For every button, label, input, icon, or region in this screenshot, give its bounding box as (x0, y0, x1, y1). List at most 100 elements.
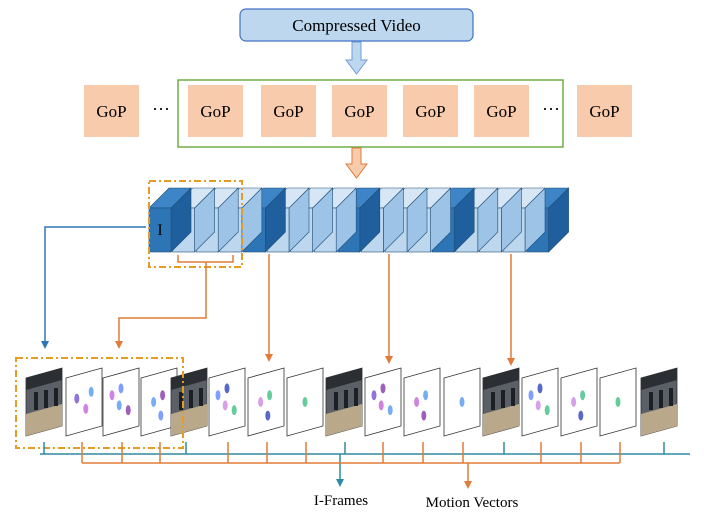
gop-box (84, 85, 139, 137)
gop-label: GoP (486, 102, 516, 121)
motion-vector-image (247, 367, 285, 437)
motion-blob (160, 390, 166, 401)
motion-vector-thumbnail (403, 367, 441, 437)
iframe-figure (354, 388, 358, 406)
iframe-top-band (483, 368, 519, 390)
iframe-floor (483, 404, 519, 436)
p-frames-bracket (177, 255, 234, 263)
thumbnail-sequence (25, 367, 678, 437)
motion-blob (224, 383, 230, 394)
iframe-thumbnail (170, 367, 208, 437)
motion-blob (302, 397, 308, 407)
motion-blob (258, 397, 264, 407)
i-frame: I (148, 187, 192, 253)
motion-blob (615, 397, 621, 407)
motion-blob (231, 405, 237, 416)
first-gop-highlight (148, 180, 243, 268)
gop-block: GoP (188, 85, 243, 137)
iframe-figure (199, 388, 203, 406)
iframe-figure (54, 388, 58, 406)
iframe-figure (34, 392, 38, 410)
frame-face (148, 207, 172, 253)
iframe-thumbnail (640, 367, 678, 437)
iframe-floor (641, 404, 677, 436)
motion-vector-thumbnail (247, 367, 285, 437)
motion-vector-arrow-1 (115, 262, 207, 349)
iframe-thumbnail (25, 367, 63, 437)
iframe-figure (669, 388, 673, 406)
motion-vector-thumbnail (443, 367, 481, 437)
motion-vector-thumbnail (521, 367, 559, 437)
iframe-figure (511, 388, 515, 406)
gop-block: GoP (577, 85, 632, 137)
gop-block: GoP (332, 85, 387, 137)
motion-blob (387, 405, 393, 416)
iframe-top-band (641, 368, 677, 390)
frame-type-label: I (157, 222, 162, 239)
iframe-figure (344, 390, 348, 408)
gop-label: GoP (200, 102, 230, 121)
iframe-figure (491, 392, 495, 410)
iframe-top-band (171, 368, 207, 390)
iframe-figure (334, 392, 338, 410)
motion-vector-thumbnail (599, 367, 637, 437)
motion-blob (535, 400, 541, 411)
gop-ellipsis: ··· (152, 99, 170, 119)
gop-ellipsis: ··· (542, 99, 560, 119)
gop-block: GoP (84, 85, 139, 137)
gop-to-frames-arrow (345, 147, 368, 179)
iframe-floor (326, 404, 362, 436)
gop-block: GoP (261, 85, 316, 137)
iframe-top-band (326, 368, 362, 390)
gop-label: GoP (589, 102, 619, 121)
iframe-arrow (41, 226, 146, 349)
motion-vectors-label: Motion Vectors (426, 495, 519, 511)
iframe-figure (501, 390, 505, 408)
motion-blob (459, 397, 465, 407)
motion-vector-thumbnail (102, 367, 140, 437)
motion-blob (265, 410, 271, 421)
motion-blob (116, 400, 122, 411)
motion-blob (580, 390, 586, 401)
motion-blob (414, 397, 420, 407)
motion-vector-thumbnail (286, 367, 324, 437)
gop-box (403, 85, 458, 137)
gop-label: GoP (415, 102, 445, 121)
motion-blob (118, 383, 124, 394)
motion-blob (83, 403, 89, 414)
gop-selection-box (177, 79, 564, 148)
motion-blob (151, 397, 157, 407)
motion-vector-thumbnail (364, 367, 402, 437)
frame-sequence: IPPPIPPPIPPPIPPPI (148, 187, 570, 253)
iframe-floor (171, 404, 207, 436)
iframe-figure (44, 390, 48, 408)
motion-blob (421, 410, 427, 421)
motion-blob (380, 383, 386, 394)
motion-vector-thumbnail (208, 367, 246, 437)
title-box (239, 8, 474, 42)
motion-blob (371, 390, 377, 401)
motion-blob (222, 400, 228, 411)
gop-box (188, 85, 243, 137)
motion-blob (88, 386, 94, 397)
gop-label: GoP (273, 102, 303, 121)
motion-blob (125, 405, 131, 416)
title-to-gop-arrow (345, 41, 368, 75)
gop-label: GoP (344, 102, 374, 121)
gop-box (577, 85, 632, 137)
iframe-figure (189, 390, 193, 408)
title-text: Compressed Video (292, 16, 421, 35)
motion-blob (215, 390, 221, 401)
iframe-floor (26, 404, 62, 436)
motion-blob (528, 390, 534, 401)
iframe-thumbnail (482, 367, 520, 437)
iframe-figure (179, 392, 183, 410)
motion-vector-image (560, 367, 598, 437)
motion-blob (109, 390, 115, 401)
motion-blob (578, 410, 584, 421)
motion-blob (423, 390, 429, 401)
gop-box (332, 85, 387, 137)
motion-blob (158, 410, 164, 421)
motion-blob (74, 393, 80, 404)
